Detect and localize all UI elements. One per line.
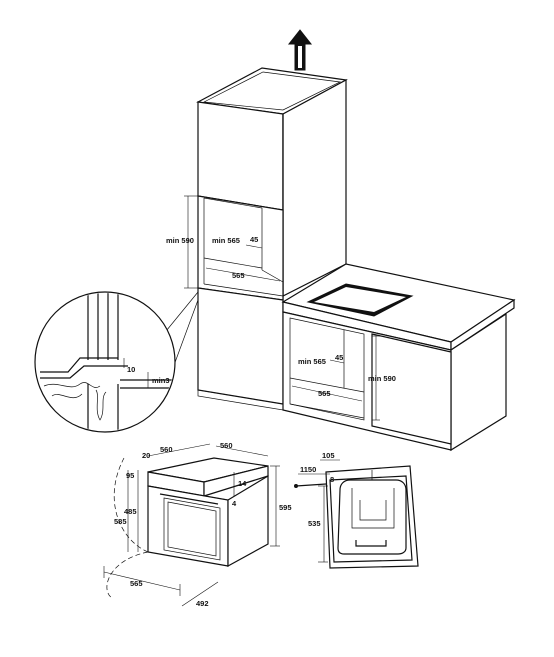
tall-dimension-width: 565 (205, 267, 281, 282)
oven-dimension-left: 95 485 585 (114, 470, 139, 552)
hob (306, 283, 414, 317)
base-min-height-label: min 590 (368, 374, 396, 383)
oven-dimension-bottom: 565 492 (103, 566, 219, 608)
oven-total-height-label: 595 (279, 503, 292, 512)
oven-gap-side-label: 4 (232, 499, 237, 508)
oven-body (147, 457, 269, 568)
base-min-depth-label: min 565 (298, 357, 326, 366)
oven-offset-label: 20 (142, 451, 150, 460)
oven-dimension-top: 560 560 20 (142, 441, 269, 460)
oven-width-bottom-label: 565 (130, 579, 143, 588)
base-dimension-height: min 590 (368, 335, 396, 421)
detail-gap-label: 10 (127, 365, 135, 374)
cabinet-front-view (325, 465, 419, 569)
detail-min-label: min3 (152, 376, 170, 385)
ventilation-arrow-icon (287, 29, 313, 71)
tall-gap-label: 45 (250, 235, 258, 244)
base-cabinet-niche (289, 317, 365, 421)
oven-height-front-label: 585 (114, 517, 127, 526)
oven-depth-top-label: 560 (160, 445, 173, 454)
tall-dimension-depth: min 565 45 (212, 235, 263, 249)
tall-dimension-height: min 590 (166, 195, 198, 289)
tall-min-depth-label: min 565 (212, 236, 240, 245)
side-width-label: 105 (322, 451, 335, 460)
tall-cabinet-lower (197, 287, 284, 411)
side-cable-label: 1150 (300, 465, 316, 474)
base-width-label: 565 (318, 389, 331, 398)
tall-width-label: 565 (232, 271, 245, 280)
oven-door-swing (106, 457, 149, 599)
tall-cabinet-niche (197, 195, 284, 301)
tall-min-height-label: min 590 (166, 236, 194, 245)
base-dimension-depth: min 565 45 (298, 353, 345, 366)
base-dimension-width: 565 (291, 385, 363, 402)
side-height-label: 535 (308, 519, 321, 528)
oven-dimension-right: 14 4 595 (232, 465, 292, 547)
oven-depth-bottom-label: 492 (196, 599, 209, 608)
oven-panel-label: 95 (126, 471, 134, 480)
front-view-dims: 105 1150 8 535 (294, 451, 340, 563)
base-gap-label: 45 (335, 353, 343, 362)
oven-gap-top-label: 14 (238, 479, 247, 488)
oven-width-top-label: 560 (220, 441, 233, 450)
detail-callout: 10 min3 (34, 291, 199, 433)
oven-height-inner-label: 485 (124, 507, 137, 516)
side-small-label: 8 (330, 475, 334, 484)
base-cabinet (282, 311, 507, 452)
